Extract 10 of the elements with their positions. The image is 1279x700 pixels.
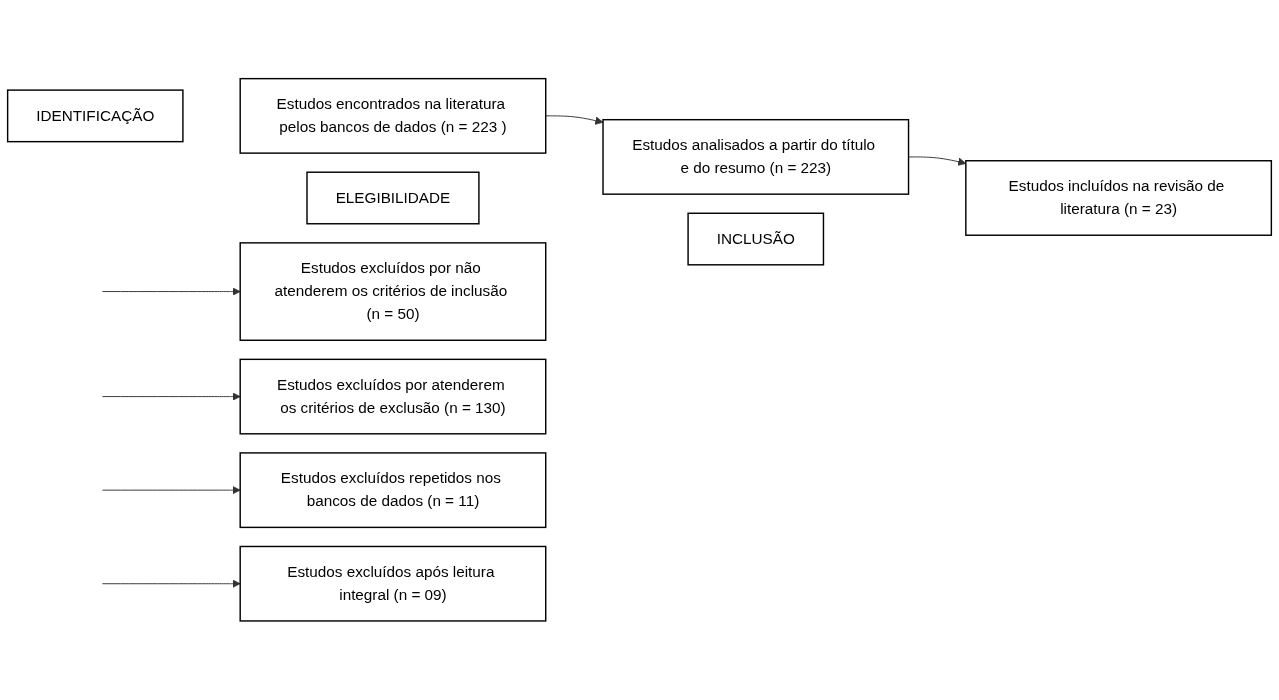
node-box: Estudos analisados a partir do título e do resumo (n = 223) [602, 119, 910, 196]
node-box: Estudos excluídos repetidos nos bancos de dados (n = 11) [239, 452, 547, 529]
node-box: ELEGIBILIDADE [306, 171, 480, 225]
node-box: Estudos encontrados na literatura pelos bancos de dados (n = 223 ) [239, 78, 547, 155]
node-box: Estudos excluídos após leitura integral (n = 09) [239, 545, 547, 622]
node-box: IDENTIFICAÇÃO [6, 89, 184, 143]
node-box: Estudos incluídos na revisão de literatura (n = 23) [965, 160, 1273, 237]
node-box: INCLUSÃO [687, 212, 825, 266]
node-box: Estudos excluídos por não atenderem os critérios de inclusão (n = 50) [239, 242, 547, 342]
node-box: Estudos excluídos por atenderem os critérios de exclusão (n = 130) [239, 358, 547, 435]
